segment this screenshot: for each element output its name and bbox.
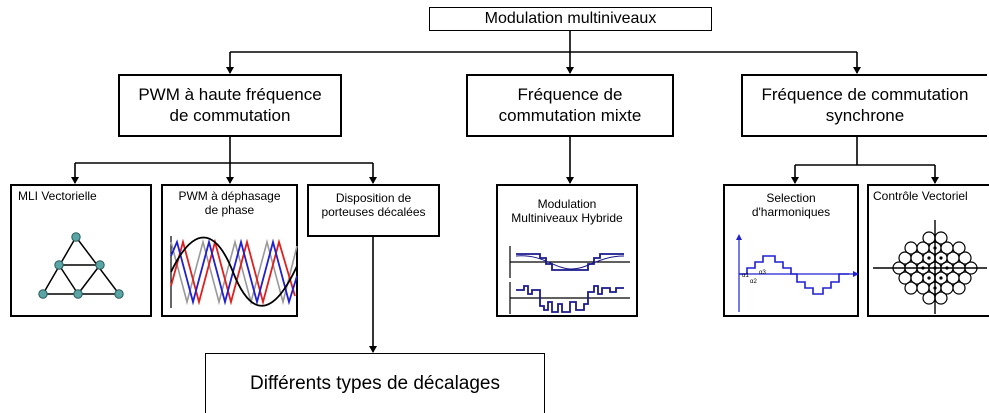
branch-high-frequency-line2: de commutation [169, 105, 291, 125]
alpha3-label: α3 [759, 270, 766, 276]
hexagon-triangle-figure [38, 232, 124, 299]
branch-mixed-line2: commutation mixte [498, 105, 642, 125]
staircase-waveform [736, 234, 859, 312]
note-box: Différents types de décalages [205, 353, 545, 413]
leaf-harmonics-line2: d'harmoniques [751, 204, 831, 219]
root-node: Modulation multiniveaux [429, 7, 712, 31]
leaf-harmonics-title: Selection d'harmoniques [725, 191, 857, 220]
hexagonal-lattice-figure [873, 220, 987, 314]
branch-high-frequency: PWM à haute fréquence de commutation [118, 74, 342, 137]
leaf-pwm-phase-shift: PWM à déphasage de phase [161, 184, 298, 317]
leaf-pwm-phase-shift-title: PWM à déphasage de phase [163, 189, 296, 218]
leaf-hybrid-modulation: Modulation Multiniveaux Hybride [496, 184, 638, 317]
hybrid-waveform [509, 246, 630, 314]
branch-mixed-line1: Fréquence de [517, 85, 623, 105]
alpha2-label: α2 [750, 279, 757, 285]
leaf-harmonics-line1: Selection [766, 191, 816, 205]
note-label: Différents types de décalages [250, 372, 500, 394]
leaf-mli-vectorielle-title: MLI Vectorielle [18, 189, 97, 203]
alpha1-label: α1 [742, 273, 749, 279]
leaf-hybrid-line2: Multiniveaux Hybride [511, 210, 623, 225]
root-label: Modulation multiniveaux [484, 10, 657, 27]
leaf-hybrid-title: Modulation Multiniveaux Hybride [498, 197, 636, 226]
branch-synchronous-frequency: Fréquence de commutation synchrone [741, 74, 987, 137]
leaf-pwm-phase-line1: PWM à déphasage [178, 189, 281, 203]
leaf-carriers-title: Disposition de porteuses décalées [309, 191, 438, 220]
leaf-carrier-disposition: Disposition de porteuses décalées [307, 184, 440, 237]
leaf-harmonic-selection: Selection d'harmoniques α1 α2 α3 [723, 184, 859, 317]
leaf-hybrid-line1: Modulation [537, 197, 597, 211]
leaf-mli-vectorielle: MLI Vectorielle [10, 184, 152, 317]
leaf-pwm-phase-line2: de phase [204, 202, 255, 217]
branch-mixed-frequency: Fréquence de commutation mixte [466, 74, 674, 137]
leaf-vector-control-title: Contrôle Vectoriel [873, 189, 968, 203]
phase-shift-waveform [170, 236, 298, 308]
branch-sync-line1: Fréquence de commutation [761, 85, 969, 105]
branch-high-frequency-line1: PWM à haute fréquence [138, 85, 322, 105]
leaf-vector-control: Contrôle Vectoriel [867, 184, 989, 317]
leaf-carriers-line1: Disposition de [335, 191, 412, 205]
leaf-carriers-line2: porteuses décalées [321, 204, 426, 219]
branch-sync-line2: synchrone [825, 105, 905, 125]
